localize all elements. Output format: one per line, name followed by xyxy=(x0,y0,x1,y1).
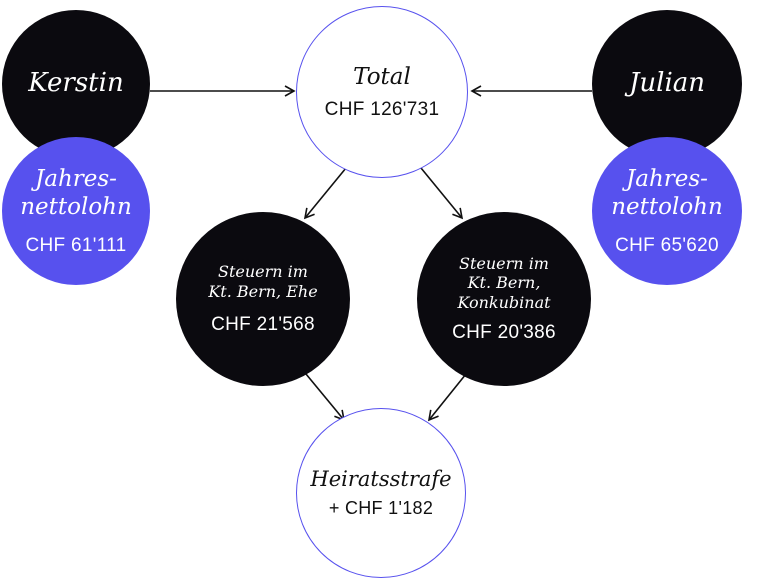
taxes-concubinage-amount: CHF 20'386 xyxy=(452,322,556,344)
kerstin-salary-label: Jahres- nettolohn xyxy=(20,165,132,220)
arrow-taxes-married-to-penalty xyxy=(305,373,346,422)
julian-salary-amount: CHF 65'620 xyxy=(615,235,719,257)
node-julian: Julian xyxy=(592,10,742,158)
marriage-penalty-amount: + CHF 1'182 xyxy=(328,498,434,519)
taxes-concubinage-label: Steuern im Kt. Bern, Konkubinat xyxy=(457,253,551,312)
marriage-penalty-label: Heiratsstrafe xyxy=(310,466,452,491)
node-taxes-married: Steuern im Kt. Bern, Ehe CHF 21'568 xyxy=(176,212,350,386)
node-taxes-concubinage: Steuern im Kt. Bern, Konkubinat CHF 20'3… xyxy=(417,212,591,386)
taxes-married-amount: CHF 21'568 xyxy=(211,313,315,335)
total-amount: CHF 126'731 xyxy=(324,99,440,121)
arrow-taxes-concubinage-to-penalty xyxy=(427,373,467,422)
node-marriage-penalty: Heiratsstrafe + CHF 1'182 xyxy=(296,408,466,578)
arrow-total-to-taxes-concubinage xyxy=(420,167,464,220)
node-julian-salary: Jahres- nettolohn CHF 65'620 xyxy=(592,137,742,285)
julian-salary-label: Jahres- nettolohn xyxy=(611,165,723,220)
kerstin-salary-amount: CHF 61'111 xyxy=(25,235,127,257)
node-kerstin: Kerstin xyxy=(2,10,150,158)
taxes-married-label: Steuern im Kt. Bern, Ehe xyxy=(208,262,318,301)
node-total: Total CHF 126'731 xyxy=(296,6,468,178)
total-label: Total xyxy=(353,63,411,90)
kerstin-name: Kerstin xyxy=(28,68,124,99)
arrow-total-to-taxes-married xyxy=(303,167,347,220)
node-kerstin-salary: Jahres- nettolohn CHF 61'111 xyxy=(2,137,150,285)
julian-name: Julian xyxy=(628,68,706,99)
